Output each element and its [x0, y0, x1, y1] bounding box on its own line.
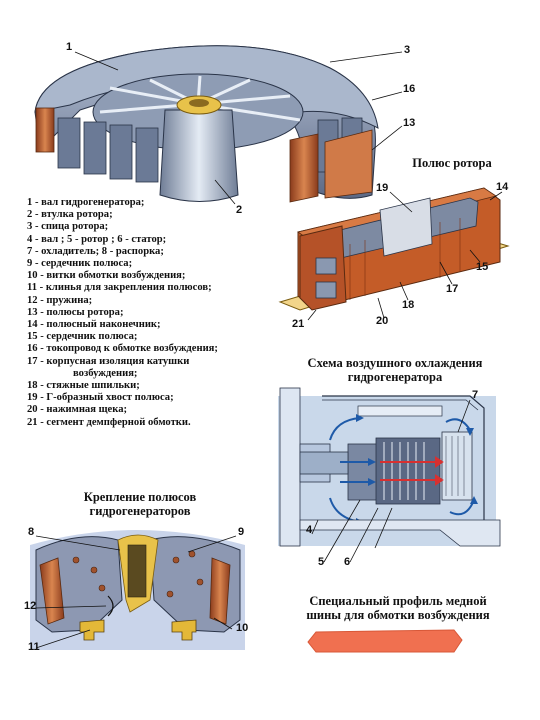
- profile-title-line1: Специальный профиль медной: [309, 594, 487, 608]
- fastening-title-line2: гидрогенераторов: [89, 504, 191, 518]
- legend-item: 18 - стяжные шпильки;: [27, 380, 140, 392]
- legend-item: 13 - полюсы ротора;: [27, 306, 124, 318]
- label-pole-14: 14: [496, 181, 509, 193]
- legend-item: 19 - Г-образный хвост полюса;: [27, 392, 174, 404]
- legend-item: 17 - корпусная изоляция катушки: [27, 355, 190, 367]
- fastening-title-line1: Крепление полюсов: [83, 490, 197, 504]
- legend-item: 12 - пружина;: [27, 294, 93, 306]
- label-fastening-9: 9: [238, 526, 245, 538]
- label-rotor-13: 13: [403, 117, 416, 129]
- cooling-title-line2: гидрогенератора: [347, 370, 443, 384]
- label-fastening-10: 10: [236, 622, 249, 634]
- label-cooling-6: 6: [344, 556, 351, 568]
- label-cooling-4: 4: [306, 524, 313, 536]
- label-rotor-3: 3: [404, 44, 411, 56]
- label-fastening-8: 8: [28, 526, 35, 538]
- cooling-title-line1: Схема воздушного охлаждения: [307, 356, 483, 370]
- legend-item: 4 - вал ; 5 - ротор ; 6 - статор;: [27, 233, 167, 245]
- label-pole-19: 19: [376, 182, 389, 194]
- label-cooling-7: 7: [472, 389, 479, 401]
- legend-item: 16 - токопровод к обмотке возбуждения;: [27, 343, 218, 355]
- legend-item: 7 - охладитель; 8 - распорка;: [27, 245, 164, 257]
- label-cooling-5: 5: [318, 556, 325, 568]
- rotor-pole-title: Полюс ротора: [412, 156, 492, 170]
- legend-item: 15 - сердечник полюса;: [27, 331, 138, 343]
- label-rotor-2: 2: [236, 204, 243, 216]
- legend-item: 1 - вал гидрогенератора;: [27, 197, 145, 208]
- legend-item: 11 - клинья для закрепления полюсов;: [27, 282, 212, 294]
- label-rotor-16: 16: [403, 83, 416, 95]
- label-pole-18: 18: [402, 299, 415, 311]
- legend-item: 21 - сегмент демпферной обмотки.: [27, 416, 191, 428]
- legend-item: возбуждения;: [73, 367, 138, 379]
- label-pole-15: 15: [476, 261, 489, 273]
- legend-item: 2 - втулка ротора;: [27, 209, 113, 221]
- legend-list: 1 - вал гидрогенератора; 2 - втулка рото…: [27, 197, 287, 429]
- label-pole-17: 17: [446, 283, 459, 295]
- label-pole-21: 21: [292, 318, 305, 330]
- label-fastening-11: 11: [28, 641, 40, 653]
- legend-item: 10 - витки обмотки возбуждения;: [27, 270, 186, 282]
- legend-item: 3 - спица ротора;: [27, 221, 109, 233]
- legend-item: 14 - полюсный наконечник;: [27, 319, 161, 331]
- profile-title-line2: шины для обмотки возбуждения: [306, 608, 490, 622]
- legend-item: 9 - сердечник полюса;: [27, 258, 133, 270]
- legend-item: 20 - нажимная щека;: [27, 404, 128, 416]
- label-fastening-12: 12: [24, 600, 37, 612]
- label-pole-20: 20: [376, 315, 389, 327]
- label-rotor-1: 1: [66, 41, 73, 53]
